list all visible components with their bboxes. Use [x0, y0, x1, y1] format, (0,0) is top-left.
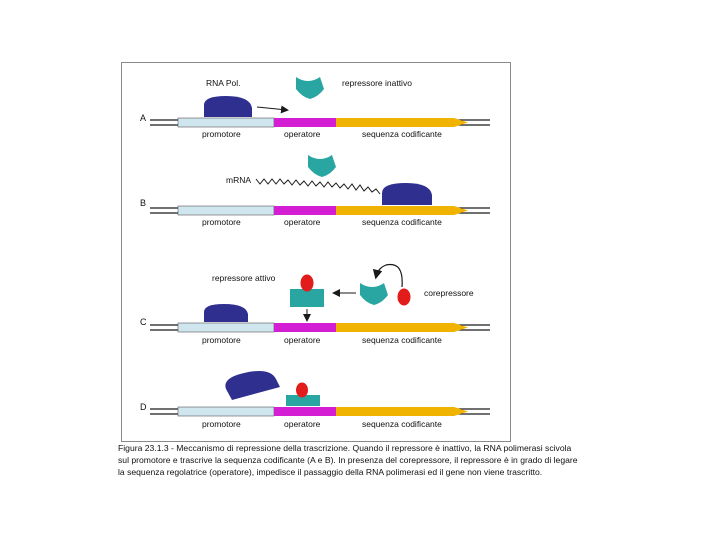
dna-strand-d	[150, 407, 490, 416]
coding-segment	[336, 407, 468, 416]
caption-line-2: sul promotore e trascrive la sequenza co…	[118, 454, 602, 466]
mrna-label: mRNA	[226, 175, 251, 185]
inactive-repressor	[296, 77, 324, 99]
operator-label: operatore	[284, 217, 321, 227]
promoter-label: promotore	[202, 129, 241, 139]
dna-strand-b	[150, 206, 490, 215]
coding-label: sequenza codificante	[362, 129, 442, 139]
coding-segment	[336, 118, 468, 127]
sliding-arrow	[257, 107, 287, 110]
corepressor-label: corepressore	[424, 288, 474, 298]
promoter-segment	[178, 323, 274, 332]
bound-repressor	[286, 383, 320, 407]
coding-segment	[336, 323, 468, 332]
panel-letter-d: D	[140, 402, 147, 412]
panel-a: A promotore operatore sequenza codifican…	[140, 77, 490, 139]
coding-label: sequenza codificante	[362, 335, 442, 345]
corepressor-binding-arrow	[376, 264, 402, 287]
panel-b: B promotore operatore sequenza codifican…	[140, 155, 490, 227]
operator-segment	[274, 407, 336, 416]
inactive-repressor-label: repressore inattivo	[342, 78, 412, 88]
promoter-label: promotore	[202, 217, 241, 227]
coding-label: sequenza codificante	[362, 217, 442, 227]
promoter-label: promotore	[202, 335, 241, 345]
figure-frame: A promotore operatore sequenza codifican…	[121, 62, 511, 442]
rna-pol-label: RNA Pol.	[206, 78, 241, 88]
operator-label: operatore	[284, 335, 321, 345]
panel-d: D promotore operatore sequenza codifican…	[140, 371, 490, 429]
panel-c: C promotore operatore sequenza codifican…	[140, 264, 490, 345]
rna-polymerase-blocked	[225, 371, 280, 400]
repression-diagram: A promotore operatore sequenza codifican…	[122, 63, 510, 441]
panel-letter-b: B	[140, 198, 146, 208]
corepressor	[398, 289, 411, 306]
operator-segment	[274, 118, 336, 127]
active-repressor	[290, 275, 324, 308]
mrna-strand	[256, 179, 380, 194]
operator-segment	[274, 323, 336, 332]
caption-line-1: Figura 23.1.3 - Meccanismo di repression…	[118, 442, 602, 454]
caption-line-3: la sequenza regolatrice (operatore), imp…	[118, 466, 602, 478]
rna-polymerase	[204, 304, 248, 322]
inactive-repressor	[308, 155, 336, 177]
operator-label: operatore	[284, 129, 321, 139]
operator-segment	[274, 206, 336, 215]
active-repressor-label: repressore attivo	[212, 273, 276, 283]
promoter-segment	[178, 407, 274, 416]
rna-polymerase	[204, 96, 252, 117]
rna-polymerase	[382, 183, 432, 205]
promoter-segment	[178, 118, 274, 127]
promoter-label: promotore	[202, 419, 241, 429]
promoter-segment	[178, 206, 274, 215]
panel-letter-a: A	[140, 113, 146, 123]
panel-letter-c: C	[140, 317, 147, 327]
inactive-repressor	[360, 283, 388, 305]
dna-strand-a	[150, 118, 490, 127]
coding-label: sequenza codificante	[362, 419, 442, 429]
operator-label: operatore	[284, 419, 321, 429]
coding-segment	[336, 206, 468, 215]
dna-strand-c	[150, 323, 490, 332]
figure-caption: Figura 23.1.3 - Meccanismo di repression…	[118, 442, 602, 478]
